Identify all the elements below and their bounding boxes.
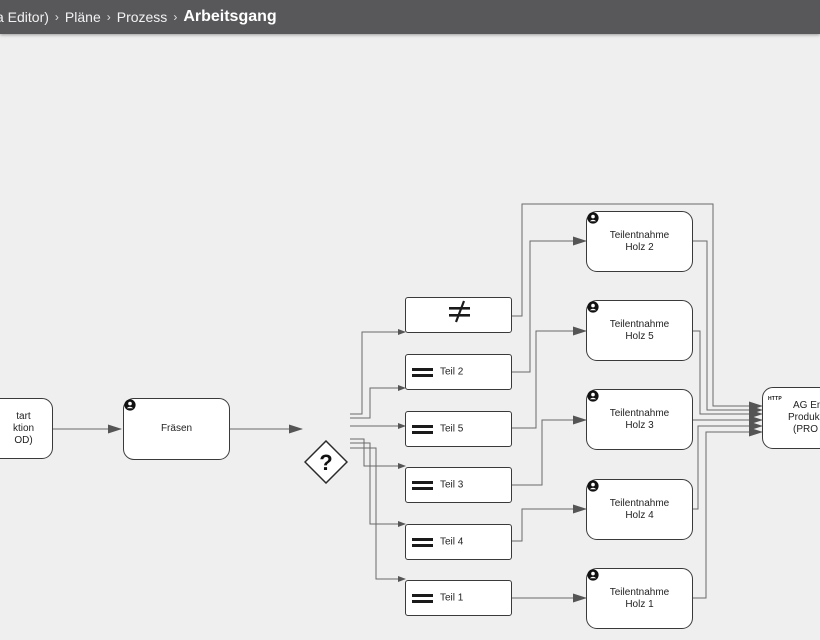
start-node[interactable]: tart ktion OD)	[0, 398, 53, 459]
breadcrumb-item-prozess[interactable]: Prozess	[116, 9, 168, 25]
condition-not-equal[interactable]	[405, 297, 512, 333]
app-header: a Editor) › Pläne › Prozess › Arbeitsgan…	[0, 0, 820, 34]
task-teilentnahme-holz-1[interactable]: Teilentnahme Holz 1	[586, 568, 693, 629]
user-icon	[587, 212, 599, 224]
edge-cond-neq-end	[512, 203, 763, 411]
edge-gateway-cond-teil1	[350, 447, 406, 582]
condition-teil-5[interactable]: Teil 5	[405, 411, 512, 447]
equals-icon	[412, 481, 433, 490]
breadcrumb-separator: ›	[54, 10, 59, 24]
breadcrumb-separator: ›	[173, 10, 178, 24]
condition-teil-1[interactable]: Teil 1	[405, 580, 512, 616]
process-canvas[interactable]: tart ktion OD) Fräsen ? Teil 2 Te	[0, 34, 820, 640]
edge-gateway-cond-neq	[350, 329, 406, 415]
gateway-diamond-icon: ?	[304, 440, 348, 484]
user-icon	[587, 301, 599, 313]
connections-layer	[53, 203, 763, 603]
exclusive-gateway[interactable]: ?	[304, 440, 348, 484]
breadcrumb-separator: ›	[106, 10, 111, 24]
equals-icon	[412, 425, 433, 434]
task-teilentnahme-holz-2[interactable]: Teilentnahme Holz 2	[586, 211, 693, 272]
edge-gateway-cond-teil2	[350, 385, 406, 419]
http-task-ag-end[interactable]: HTTP AG En Produk (PRO	[762, 387, 820, 449]
edge-holz5-end	[692, 330, 763, 419]
edge-teil4-holz4	[512, 504, 587, 542]
edge-teil2-holz2	[512, 236, 587, 373]
page-title: Arbeitsgang	[183, 8, 277, 25]
task-fraesen[interactable]: Fräsen	[123, 398, 230, 460]
equals-icon	[412, 538, 433, 547]
task-teilentnahme-holz-3[interactable]: Teilentnahme Holz 3	[586, 389, 693, 450]
breadcrumb-item-editor[interactable]: a Editor)	[0, 9, 49, 25]
user-icon	[587, 569, 599, 581]
edge-teil3-holz3	[512, 415, 587, 486]
equals-icon	[412, 594, 433, 603]
condition-teil-2[interactable]: Teil 2	[405, 354, 512, 390]
user-icon	[587, 480, 599, 492]
breadcrumb-item-plaene[interactable]: Pläne	[64, 9, 101, 25]
condition-teil-4[interactable]: Teil 4	[405, 524, 512, 560]
edge-holz1-end	[692, 427, 763, 599]
edge-holz2-end	[692, 240, 763, 415]
http-icon: HTTP	[768, 396, 782, 402]
user-icon	[587, 390, 599, 402]
not-equal-icon	[449, 300, 470, 323]
task-teilentnahme-holz-4[interactable]: Teilentnahme Holz 4	[586, 479, 693, 540]
edge-teil5-holz5	[512, 326, 587, 429]
breadcrumb: a Editor) › Pläne › Prozess › Arbeitsgan…	[0, 8, 277, 26]
edge-holz4-end	[692, 421, 763, 510]
svg-text:?: ?	[319, 450, 332, 475]
user-icon	[124, 399, 136, 411]
condition-teil-3[interactable]: Teil 3	[405, 467, 512, 503]
equals-icon	[412, 368, 433, 377]
edge-gateway-cond-teil4	[350, 442, 406, 527]
task-teilentnahme-holz-5[interactable]: Teilentnahme Holz 5	[586, 300, 693, 361]
edge-gateway-cond-teil3	[350, 438, 406, 469]
